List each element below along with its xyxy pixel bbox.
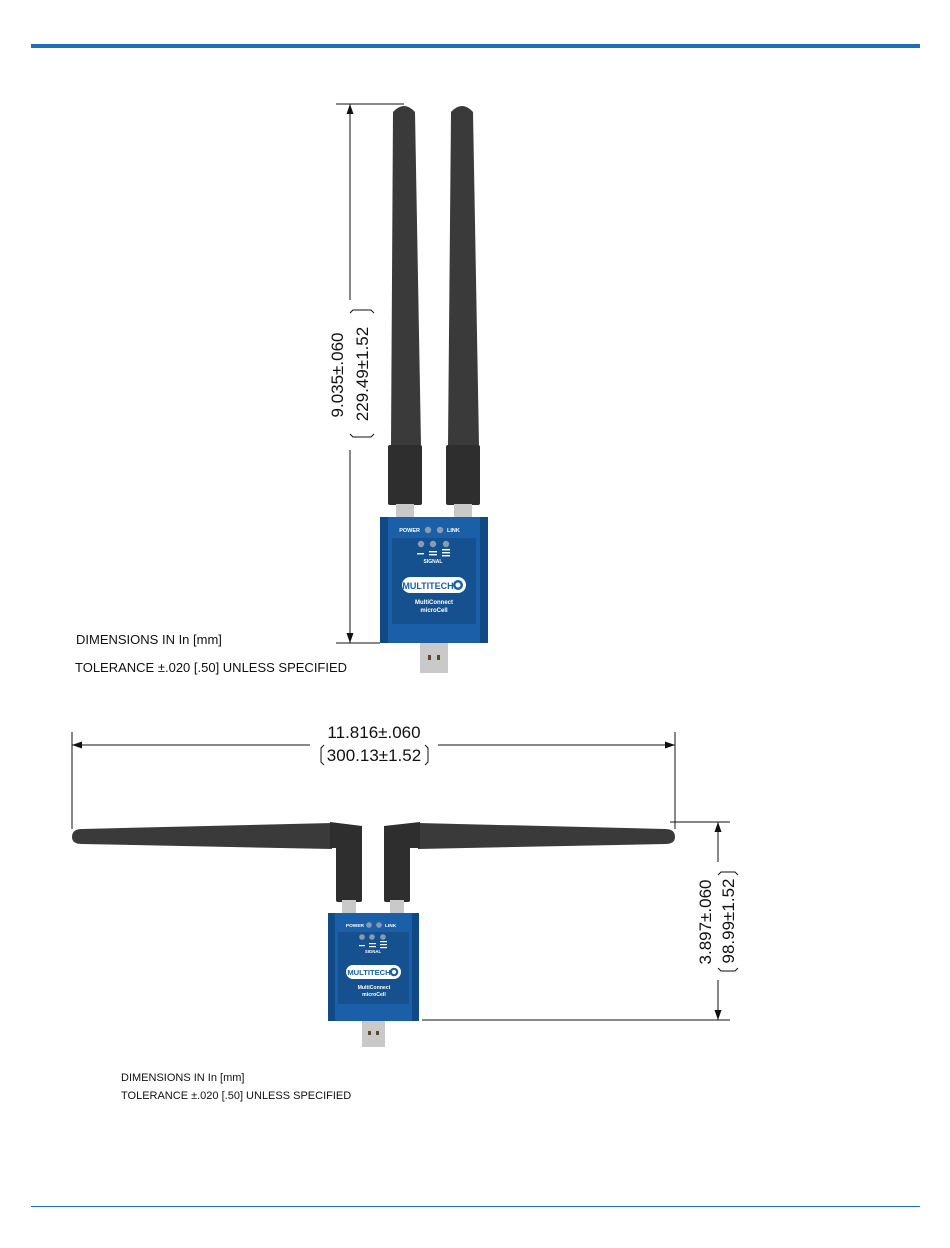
device-edge-left xyxy=(380,517,388,643)
figure2-height-mm: 98.99±1.52 xyxy=(719,879,738,964)
figure2-height-dimension xyxy=(422,822,738,1020)
usb-plug-2 xyxy=(362,1021,385,1047)
link-label-2: LINK xyxy=(385,923,397,929)
link-led xyxy=(437,527,443,533)
logo-text-2: MULTITECH xyxy=(347,968,390,977)
figure1-tolerance-note: TOLERANCE ±.020 [.50] UNLESS SPECIFIED xyxy=(75,660,347,675)
power-led xyxy=(425,527,431,533)
product-name-line1-2: MultiConnect xyxy=(358,985,391,991)
elbow-left xyxy=(330,822,362,852)
antenna-right-horizontal xyxy=(418,823,675,849)
antenna-right-collar xyxy=(446,445,480,505)
figure2-device: POWER LINK SIGNAL MULTITECH MultiConnect… xyxy=(72,822,675,1047)
sma-connector-right-2 xyxy=(390,900,404,914)
height-mm-bracket-bottom xyxy=(718,968,738,971)
usb-contact-left xyxy=(428,655,431,660)
sma-connector-left xyxy=(396,504,414,518)
figure2-width-in: 11.816±.060 xyxy=(327,723,420,742)
usb-plug xyxy=(420,643,448,673)
product-name-line1: MultiConnect xyxy=(415,600,453,606)
logo-text: MULTITECH xyxy=(402,581,453,591)
figure1-units-note: DIMENSIONS IN In [mm] xyxy=(76,632,222,647)
height-mm-bracket-top xyxy=(718,872,738,875)
device-edge-right xyxy=(480,517,488,643)
product-name-line2: microCell xyxy=(420,608,448,614)
figure1-device: POWER LINK SIGNAL MULTITECH MultiConnect… xyxy=(380,106,488,673)
figure2-height-in: 3.897±.060 xyxy=(696,880,715,965)
signal-led-3 xyxy=(443,541,449,547)
figure1-dimension-mm: 229.49±1.52 xyxy=(353,327,372,421)
signal-label: SIGNAL xyxy=(424,559,443,565)
antenna-left-horizontal xyxy=(72,823,332,849)
width-mm-bracket-left xyxy=(321,745,324,765)
usb-contact-right xyxy=(437,655,440,660)
power-label-2: POWER xyxy=(346,923,365,929)
figure2-units-note: DIMENSIONS IN In [mm] xyxy=(121,1072,244,1084)
antenna-left-collar xyxy=(388,445,422,505)
product-name-line2-2: microCell xyxy=(362,992,386,998)
figure2-width-mm: 300.13±1.52 xyxy=(327,746,421,765)
sma-connector-left-2 xyxy=(342,900,356,914)
figure2-tolerance-note: TOLERANCE ±.020 [.50] UNLESS SPECIFIED xyxy=(121,1090,351,1102)
sma-connector-right xyxy=(454,504,472,518)
power-label: POWER xyxy=(399,528,420,534)
signal-led-1 xyxy=(418,541,424,547)
antenna-left xyxy=(391,106,421,445)
collar-left xyxy=(336,848,362,902)
elbow-right xyxy=(384,822,420,852)
collar-right xyxy=(384,848,410,902)
antenna-right xyxy=(448,106,479,445)
width-mm-bracket-right xyxy=(425,745,428,765)
signal-led-2 xyxy=(430,541,436,547)
signal-label-2: SIGNAL xyxy=(365,949,382,954)
bottom-rule xyxy=(31,1206,920,1207)
figure1-dimension-in: 9.035±.060 xyxy=(328,333,347,418)
link-label: LINK xyxy=(447,528,460,534)
